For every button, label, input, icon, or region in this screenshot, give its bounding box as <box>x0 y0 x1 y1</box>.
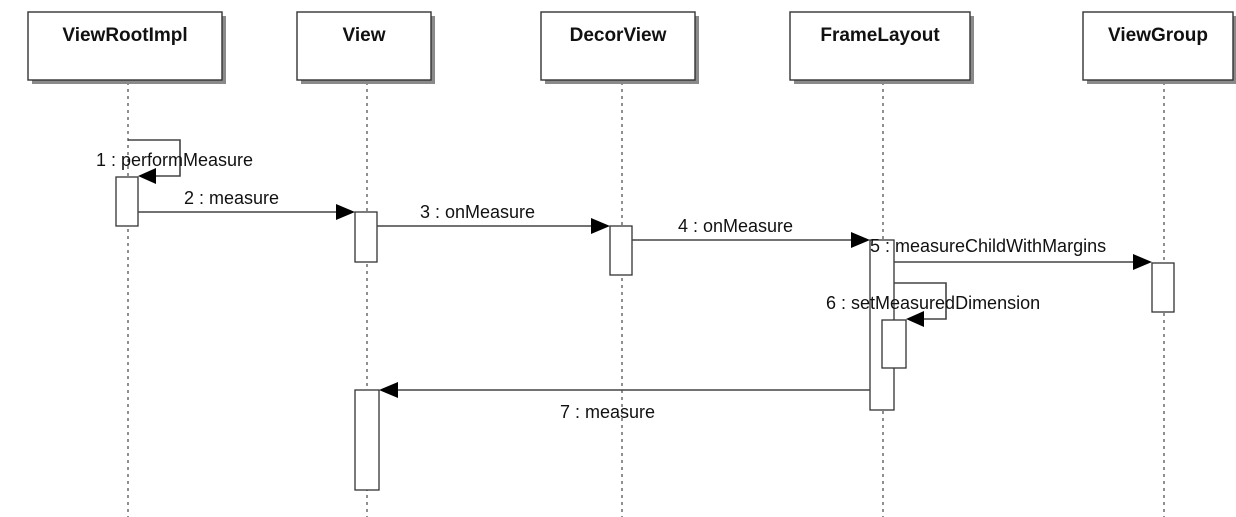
message-4: 4 : onMeasure <box>632 216 870 248</box>
activation-view-2 <box>354 389 380 491</box>
activation-view-1 <box>354 211 378 263</box>
message-label-2: 2 : measure <box>184 188 279 208</box>
activation-framelayout-nested <box>881 319 907 369</box>
message-2: 2 : measure <box>138 188 355 220</box>
message-3: 3 : onMeasure <box>377 202 610 234</box>
message-6: 6 : setMeasuredDimension <box>826 282 1040 327</box>
arrowhead-2 <box>336 204 355 220</box>
message-label-6: 6 : setMeasuredDimension <box>826 293 1040 313</box>
activation-viewgroup <box>1151 262 1175 313</box>
activation-viewrootimpl <box>115 176 139 227</box>
participant-framelayout: FrameLayout <box>789 11 974 84</box>
arrowhead-4 <box>851 232 870 248</box>
participant-label-viewgroup: ViewGroup <box>1108 25 1208 46</box>
message-1: 1 : performMeasure <box>96 139 253 184</box>
participant-decorview: DecorView <box>540 11 699 84</box>
message-label-4: 4 : onMeasure <box>678 216 793 236</box>
message-label-1: 1 : performMeasure <box>96 150 253 170</box>
activation-decorview <box>609 225 633 276</box>
message-5: 5 : measureChildWithMargins <box>870 236 1152 270</box>
participant-label-decorview: DecorView <box>570 25 667 46</box>
participant-label-framelayout: FrameLayout <box>820 25 940 46</box>
participant-label-viewrootimpl: ViewRootImpl <box>62 25 187 46</box>
participant-viewgroup: ViewGroup <box>1082 11 1236 84</box>
message-label-5: 5 : measureChildWithMargins <box>870 236 1106 256</box>
participant-view: View <box>296 11 435 84</box>
message-7: 7 : measure <box>379 382 870 422</box>
arrowhead-3 <box>591 218 610 234</box>
arrowhead-6 <box>906 311 924 327</box>
participant-label-view: View <box>343 25 386 46</box>
arrowhead-1 <box>138 168 156 184</box>
participant-viewrootimpl: ViewRootImpl <box>27 11 226 84</box>
arrowhead-7 <box>379 382 398 398</box>
message-label-3: 3 : onMeasure <box>420 202 535 222</box>
message-label-7: 7 : measure <box>560 402 655 422</box>
arrowhead-5 <box>1133 254 1152 270</box>
